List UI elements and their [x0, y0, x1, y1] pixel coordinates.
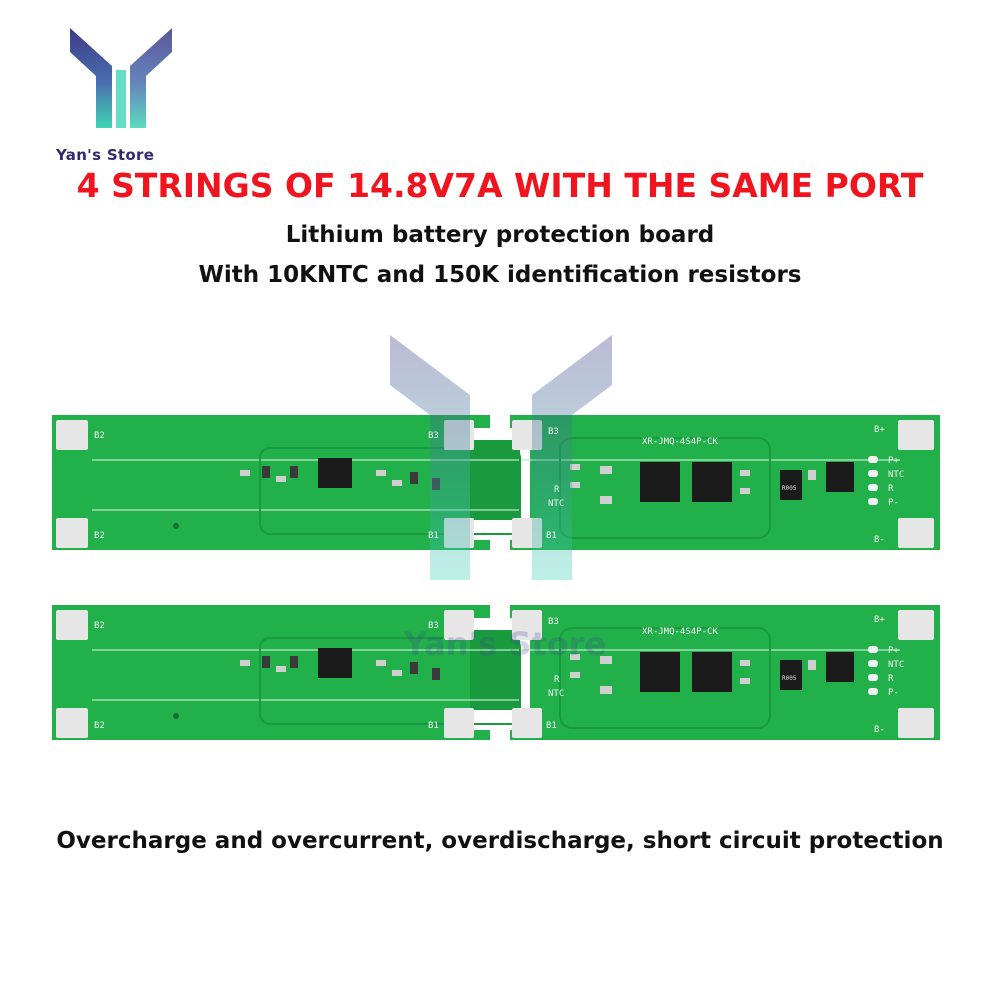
subtitle-1: Lithium battery protection board: [285, 222, 715, 248]
pad-label-b-plus-2: B+: [874, 615, 885, 625]
store-logo: Yan's Store: [56, 24, 186, 164]
pad-label-b-plus: B+: [874, 425, 885, 435]
store-name: Yan's Store: [56, 146, 155, 164]
pad-label-b1-left: B1: [428, 531, 439, 541]
inner-label-r-2: R: [554, 675, 560, 685]
subtitle-2: With 10KNTC and 150K identification resi…: [198, 262, 802, 288]
pad-label-b3-left-2: B3: [428, 621, 439, 631]
pad-label-b-minus: B-: [874, 535, 885, 545]
inner-label-ntc-2: NTC: [548, 689, 564, 699]
pad-label-b2-bottom-2: B2: [94, 721, 105, 731]
footer-text: Overcharge and overcurrent, overdischarg…: [56, 828, 944, 854]
logo-mark-icon: [70, 28, 172, 128]
pad-label-b3-left: B3: [428, 431, 439, 441]
port-label-ntc-2: NTC: [888, 660, 904, 670]
inner-label-r: R: [554, 485, 560, 495]
pad-label-b1-left-2: B1: [428, 721, 439, 731]
port-label-r-2: R: [888, 674, 894, 684]
pad-label-b1-right-2: B1: [546, 721, 557, 731]
port-label-p-plus-2: P+: [888, 646, 899, 656]
pad-label-b2-bottom: B2: [94, 531, 105, 541]
pad-label-b1-right: B1: [546, 531, 557, 541]
inner-label-ntc: NTC: [548, 499, 564, 509]
board-model-label-2: XR-JMQ-4S4P-CK: [642, 627, 718, 637]
port-label-ntc: NTC: [888, 470, 904, 480]
pcb-boards-photo: B2 B2 B3 B3 B1 B1 XR-JMQ-4S4P-CK R005 B+…: [51, 335, 941, 741]
headline: 4 STRINGS OF 14.8V7A WITH THE SAME PORT: [76, 166, 924, 205]
pad-label-b3-right-2: B3: [548, 617, 559, 627]
pad-label-b-minus-2: B-: [874, 725, 885, 735]
pad-label-b3-right: B3: [548, 427, 559, 437]
port-label-p-plus: P+: [888, 456, 899, 466]
port-label-p-minus: P-: [888, 498, 899, 508]
port-label-p-minus-2: P-: [888, 688, 899, 698]
resistor-code: R005: [782, 485, 797, 492]
resistor-code-2: R005: [782, 675, 797, 682]
pad-label-b2-top: B2: [94, 431, 105, 441]
board-model-label: XR-JMQ-4S4P-CK: [642, 437, 718, 447]
port-label-r: R: [888, 484, 894, 494]
pad-label-b2-top-2: B2: [94, 621, 105, 631]
watermark-text: Yan's Store: [403, 625, 607, 663]
